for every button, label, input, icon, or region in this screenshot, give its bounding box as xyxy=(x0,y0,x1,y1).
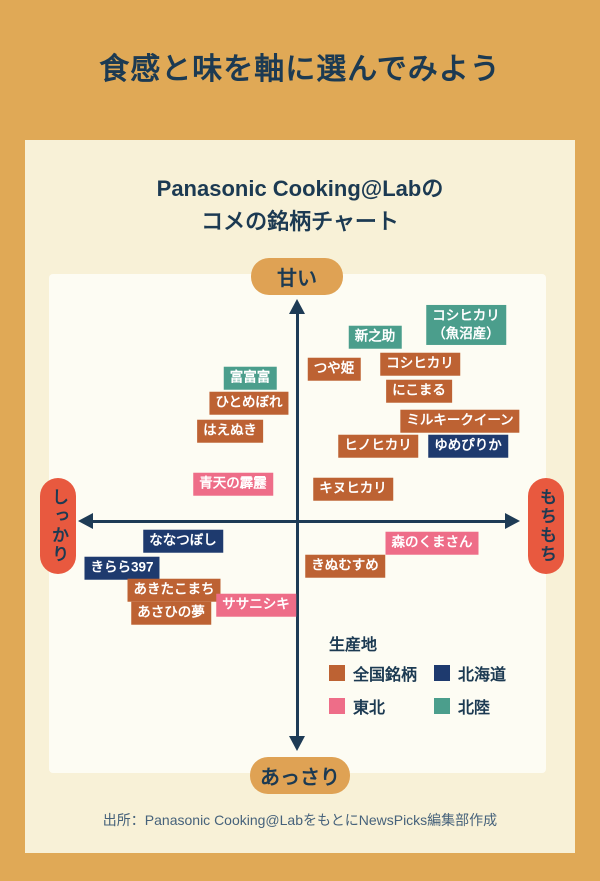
source-note: 出所：Panasonic Cooking@LabをもとにNewsPicks編集部… xyxy=(102,812,498,828)
rice-label: にこまる xyxy=(386,379,452,403)
legend-item: 東北 xyxy=(329,694,434,718)
rice-label: 青天の霹靂 xyxy=(193,472,273,496)
rice-label: きらら397 xyxy=(84,556,160,580)
legend-title: 生産地 xyxy=(329,637,378,654)
arrow-left-icon xyxy=(78,513,93,529)
arrow-up-icon xyxy=(289,299,305,314)
legend-item: 全国銘柄 xyxy=(329,661,434,685)
rice-label: 森のくまさん xyxy=(385,531,479,555)
rice-label: ササニシキ xyxy=(216,593,296,617)
legend-label: 北海道 xyxy=(458,667,507,684)
legend-swatch xyxy=(329,665,345,681)
chart-subtitle-line2: コメの銘柄チャート xyxy=(201,209,399,234)
rice-label: あさひの夢 xyxy=(131,601,211,625)
legend-label: 北陸 xyxy=(458,700,491,717)
rice-label: ななつぼし xyxy=(143,529,223,553)
legend-items: 全国銘柄 北海道東北 北陸 xyxy=(329,661,506,718)
legend-swatch xyxy=(329,698,345,714)
rice-label: ミルキークイーン xyxy=(400,409,520,433)
rice-label: キヌヒカリ xyxy=(313,477,393,501)
rice-label: ゆめぴりか xyxy=(428,434,508,458)
legend-swatch xyxy=(434,665,450,681)
chart-subtitle: Panasonic Cooking@Labの コメの銘柄チャート xyxy=(0,172,600,238)
page-title: 食感と味を軸に選んでみよう xyxy=(99,53,501,86)
rice-label: きぬむすめ xyxy=(305,554,385,578)
axis-label-firm: しっかり xyxy=(40,478,76,574)
rice-label: はえぬき xyxy=(197,419,263,443)
rice-label: 富富富 xyxy=(223,366,277,390)
rice-label: コシヒカリ （魚沼産） xyxy=(426,304,506,346)
chart-subtitle-line1: Panasonic Cooking@Labの xyxy=(156,176,444,201)
rice-label: ひとめぼれ xyxy=(209,391,289,415)
rice-label: つや姫 xyxy=(307,357,361,381)
arrow-right-icon xyxy=(505,513,520,529)
rice-label: コシヒカリ xyxy=(380,352,460,376)
rice-label: 新之助 xyxy=(348,325,402,349)
rice-label: あきたこまち xyxy=(127,578,221,602)
legend-swatch xyxy=(434,698,450,714)
legend-label: 全国銘柄 xyxy=(353,667,418,684)
y-axis-line xyxy=(296,310,299,740)
rice-label: ヒノヒカリ xyxy=(338,434,418,458)
x-axis-line xyxy=(88,520,510,523)
axis-label-sweet: 甘い xyxy=(251,258,343,295)
legend-item: 北陸 xyxy=(434,694,506,718)
arrow-down-icon xyxy=(289,736,305,751)
legend-label: 東北 xyxy=(353,700,386,717)
axis-label-mochi: もちもち xyxy=(528,478,564,574)
legend-item: 北海道 xyxy=(434,661,506,685)
axis-label-light: あっさり xyxy=(250,757,350,794)
